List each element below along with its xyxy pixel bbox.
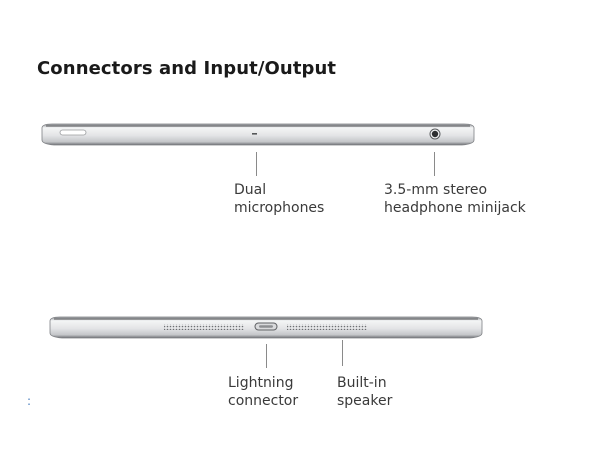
stray-colon-mark: : <box>27 394 32 408</box>
headphone-label-line2: headphone minijack <box>384 200 526 216</box>
section-title: Connectors and Input/Output <box>37 58 337 79</box>
microphones-leader-line <box>256 152 257 176</box>
right-speaker-grille <box>287 324 367 330</box>
headphone-label-line1: 3.5-mm stereo <box>384 182 488 198</box>
microphones-label-line2: microphones <box>234 200 325 216</box>
speaker-label-line1: Built-in <box>337 375 387 391</box>
microphones-label-line1: Dual <box>234 182 267 198</box>
lightning-label-line2: connector <box>228 393 299 409</box>
device-top-edge-illustration <box>41 123 475 146</box>
microphone-hole <box>252 133 257 135</box>
lightning-label-line1: Lightning <box>228 375 294 391</box>
headphone-label-clip: headphone minijack <box>382 196 542 218</box>
bottom-edge-panel <box>28 268 572 450</box>
lightning-leader-line <box>266 344 267 368</box>
left-speaker-grille <box>164 324 244 330</box>
speaker-leader-line <box>342 340 343 366</box>
speaker-label-line2: speaker <box>337 393 393 409</box>
sleep-wake-button <box>59 129 87 136</box>
headphone-leader-line <box>434 152 435 176</box>
device-bottom-edge-illustration <box>49 316 483 339</box>
top-edge-panel <box>16 20 538 272</box>
